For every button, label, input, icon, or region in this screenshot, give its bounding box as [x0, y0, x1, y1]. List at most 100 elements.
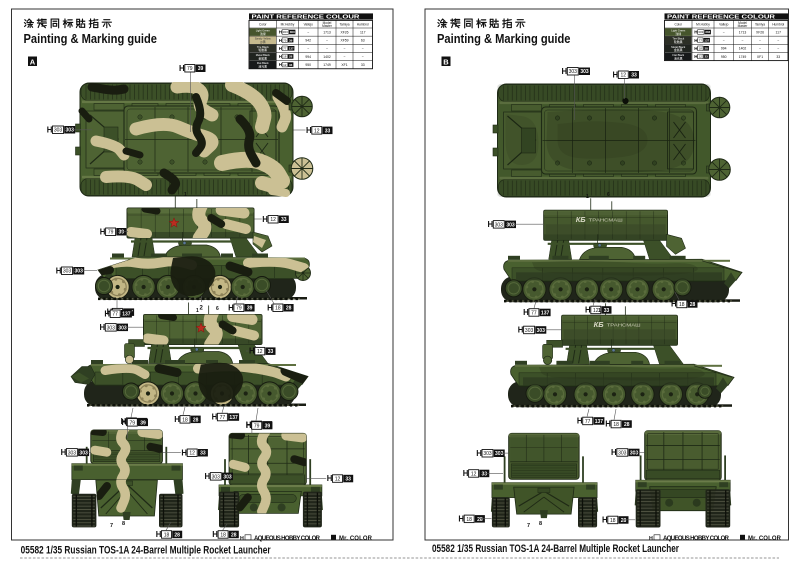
svg-text:轮胎黑: 轮胎黑 — [258, 47, 267, 52]
svg-text:H: H — [174, 415, 180, 424]
svg-text:18: 18 — [613, 422, 619, 428]
svg-text:18: 18 — [182, 417, 188, 423]
svg-text:137: 137 — [704, 38, 709, 42]
svg-text:137: 137 — [595, 419, 604, 425]
svg-text:8: 8 — [122, 521, 125, 527]
svg-text:39: 39 — [119, 230, 125, 236]
svg-text:77: 77 — [112, 312, 118, 318]
svg-text:137: 137 — [229, 415, 238, 421]
svg-text:303: 303 — [495, 451, 504, 457]
svg-text:18: 18 — [164, 532, 170, 538]
svg-text:浅绿: 浅绿 — [675, 31, 681, 36]
svg-text:303: 303 — [618, 450, 627, 456]
svg-text:~: ~ — [723, 38, 725, 42]
svg-text:303: 303 — [483, 451, 492, 457]
svg-text:33: 33 — [361, 63, 365, 67]
svg-text:303: 303 — [54, 128, 63, 134]
svg-text:33: 33 — [631, 73, 637, 79]
svg-text:1: 1 — [586, 194, 589, 200]
svg-text:H: H — [523, 308, 529, 317]
svg-text:303: 303 — [68, 450, 77, 456]
svg-text:79: 79 — [236, 306, 242, 312]
svg-text:77: 77 — [585, 419, 591, 425]
svg-text:消光黑: 消光黑 — [258, 63, 267, 68]
svg-text:137: 137 — [289, 47, 294, 51]
svg-text:H: H — [181, 448, 187, 457]
svg-text:303: 303 — [630, 450, 639, 456]
svg-text:12: 12 — [335, 477, 341, 483]
svg-text:H: H — [240, 536, 244, 542]
svg-text:H: H — [458, 514, 464, 523]
svg-text:303: 303 — [506, 222, 515, 228]
svg-text:1: 1 — [598, 308, 601, 314]
svg-text:12: 12 — [621, 73, 627, 79]
svg-text:33: 33 — [268, 349, 274, 355]
svg-text:H: H — [205, 472, 211, 481]
svg-text:Mr.Hobby: Mr.Hobby — [281, 23, 295, 27]
svg-text:12: 12 — [283, 63, 287, 67]
svg-text:Painting & Marking guide: Painting & Marking guide — [437, 32, 571, 46]
svg-text:33: 33 — [289, 63, 293, 67]
svg-text:H: H — [476, 449, 482, 458]
svg-text:1713: 1713 — [323, 30, 331, 34]
svg-text:~: ~ — [759, 38, 761, 42]
svg-text:1402: 1402 — [323, 55, 331, 59]
svg-text:H: H — [488, 220, 494, 229]
svg-text:ТРАНСМАШ: ТРАНСМАШ — [607, 322, 641, 327]
svg-text:H: H — [602, 516, 608, 525]
svg-text:303: 303 — [283, 30, 288, 34]
svg-text:ТРАНСМАШ: ТРАНСМАШ — [589, 217, 623, 222]
svg-text:~: ~ — [362, 47, 364, 51]
svg-text:H: H — [605, 420, 611, 429]
svg-text:12: 12 — [314, 128, 320, 134]
svg-text:Color: Color — [259, 23, 268, 27]
svg-text:PAINT REFERENCE COLOUR: PAINT REFERENCE COLOUR — [667, 14, 775, 20]
svg-text:Mr. COLOR: Mr. COLOR — [339, 536, 373, 542]
svg-text:1402: 1402 — [739, 47, 747, 51]
svg-text:303: 303 — [212, 474, 221, 480]
svg-text:B: B — [443, 57, 449, 66]
svg-text:28: 28 — [193, 417, 199, 423]
svg-text:~: ~ — [307, 30, 309, 34]
svg-text:39: 39 — [289, 38, 293, 42]
svg-text:303: 303 — [525, 328, 534, 334]
svg-text:77: 77 — [220, 415, 226, 421]
svg-text:Vallejo: Vallejo — [304, 23, 314, 27]
svg-text:H: H — [179, 64, 185, 73]
svg-text:303: 303 — [75, 269, 84, 275]
svg-text:КБ: КБ — [576, 215, 587, 224]
svg-text:H: H — [649, 536, 653, 542]
svg-text:Tamiya: Tamiya — [755, 23, 765, 27]
svg-text:303: 303 — [79, 450, 88, 456]
svg-text:XF26: XF26 — [756, 30, 764, 34]
svg-text:H: H — [56, 266, 62, 275]
svg-text:18: 18 — [610, 518, 616, 524]
svg-text:Master: Master — [322, 24, 333, 28]
svg-text:18: 18 — [220, 532, 226, 538]
svg-text:33: 33 — [345, 477, 351, 483]
svg-text:303: 303 — [537, 328, 546, 334]
svg-text:7: 7 — [110, 523, 113, 529]
svg-text:XF1: XF1 — [341, 63, 347, 67]
svg-text:H: H — [212, 530, 218, 539]
svg-text:H: H — [228, 303, 234, 312]
svg-text:AQUEOUS HOBBY COLOR: AQUEOUS HOBBY COLOR — [254, 536, 321, 542]
svg-text:A: A — [30, 57, 36, 66]
svg-text:28: 28 — [621, 518, 627, 524]
svg-text:XF26: XF26 — [340, 30, 348, 34]
svg-text:18: 18 — [466, 517, 472, 523]
svg-text:H: H — [463, 469, 469, 478]
svg-text:137: 137 — [541, 310, 550, 316]
svg-text:942: 942 — [305, 38, 311, 42]
svg-text:33: 33 — [776, 55, 780, 59]
svg-text:303: 303 — [107, 325, 116, 331]
svg-text:H: H — [518, 326, 524, 335]
svg-text:05582 1/35 Russian TOS-1A 24-B: 05582 1/35 Russian TOS-1A 24-Barrel Mult… — [432, 543, 680, 555]
svg-text:137: 137 — [122, 312, 131, 318]
svg-text:77: 77 — [531, 310, 537, 316]
svg-text:8: 8 — [539, 521, 542, 527]
svg-text:H: H — [61, 448, 67, 457]
svg-text:6: 6 — [216, 306, 219, 312]
svg-text:117: 117 — [776, 30, 782, 34]
svg-text:~: ~ — [742, 38, 744, 42]
